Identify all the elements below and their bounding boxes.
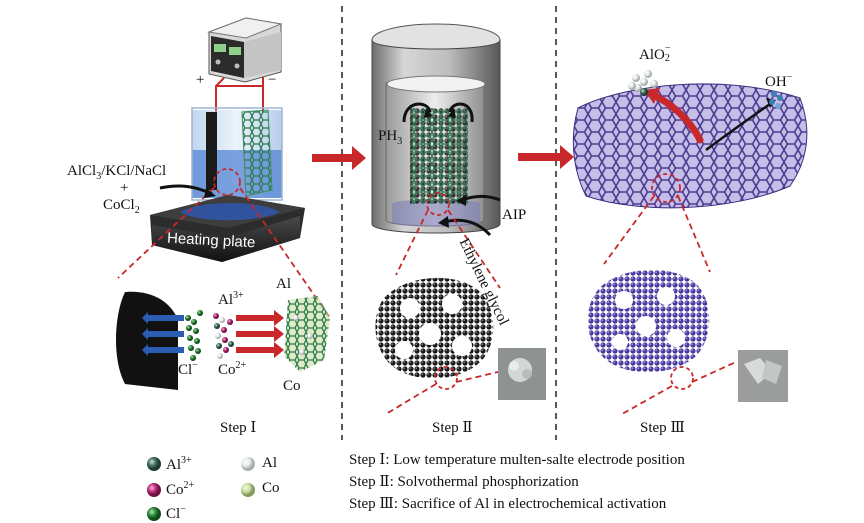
step1-label: Step Ⅰ [220,420,257,436]
step2-description: Step Ⅱ: Solvothermal phosphorization [349,474,579,490]
ion-cluster [213,313,234,359]
plus-label: + [120,180,129,196]
arrow-step2-3 [518,145,574,169]
cocl2-label: CoCl2 [103,197,140,216]
legend-cl-label: Cl− [166,504,186,522]
nanostructure-purple [587,269,710,373]
legend-co2-ball [147,483,161,497]
sem-inset-2 [498,348,546,400]
legend-al3-ball [147,457,161,471]
step3-description: Step Ⅲ: Sacrifice of Al in electrochemic… [349,496,667,512]
legend-al-label: Al [262,455,277,471]
cl-ion-label: Cl− [178,360,198,378]
aip-label: AIP [502,207,527,223]
ph3-label: PH3 [378,128,403,147]
step2-label: Step Ⅱ [432,420,473,436]
electrode-lattice-dark [410,108,468,204]
legend-co-label: Co [262,480,280,496]
cathode-lattice [241,109,273,197]
power-minus-label: − [268,72,277,88]
step1-description: Step Ⅰ: Low temperature multen-salte ele… [349,452,685,468]
oh-label: OH− [765,72,793,90]
heating-plate-icon [150,195,305,262]
power-supply-icon [207,17,283,83]
oh-cluster [769,91,783,109]
power-plus-label: + [196,72,205,88]
legend-co2-label: Co2+ [166,480,195,498]
legend-al-ball [241,457,255,471]
step3-label: Step Ⅲ [640,420,685,436]
alo2-cluster [628,70,658,96]
framework-3d [572,83,808,209]
co2-ion-label: Co2+ [218,360,247,378]
sem-inset-3 [738,350,788,402]
lattice-zoom [284,296,330,372]
blue-arrows [142,312,184,356]
co-label: Co [283,378,301,394]
legend-cl-ball [147,507,161,521]
electrolyte-label: AlCl3/KCl/NaCl [67,163,167,182]
legend-al3-label: Al3+ [166,455,192,473]
alo2-label: AlO−2 [639,43,671,64]
red-arrows [236,310,284,358]
anode-zoom [115,291,178,390]
al3-ion-label: Al3+ [218,290,244,308]
legend-co-ball [241,483,255,497]
anode-electrode [206,112,217,190]
al-label: Al [276,276,291,292]
cl-cluster [185,310,203,361]
nanostructure-dark [375,277,494,379]
arrow-step1-2 [312,146,366,170]
